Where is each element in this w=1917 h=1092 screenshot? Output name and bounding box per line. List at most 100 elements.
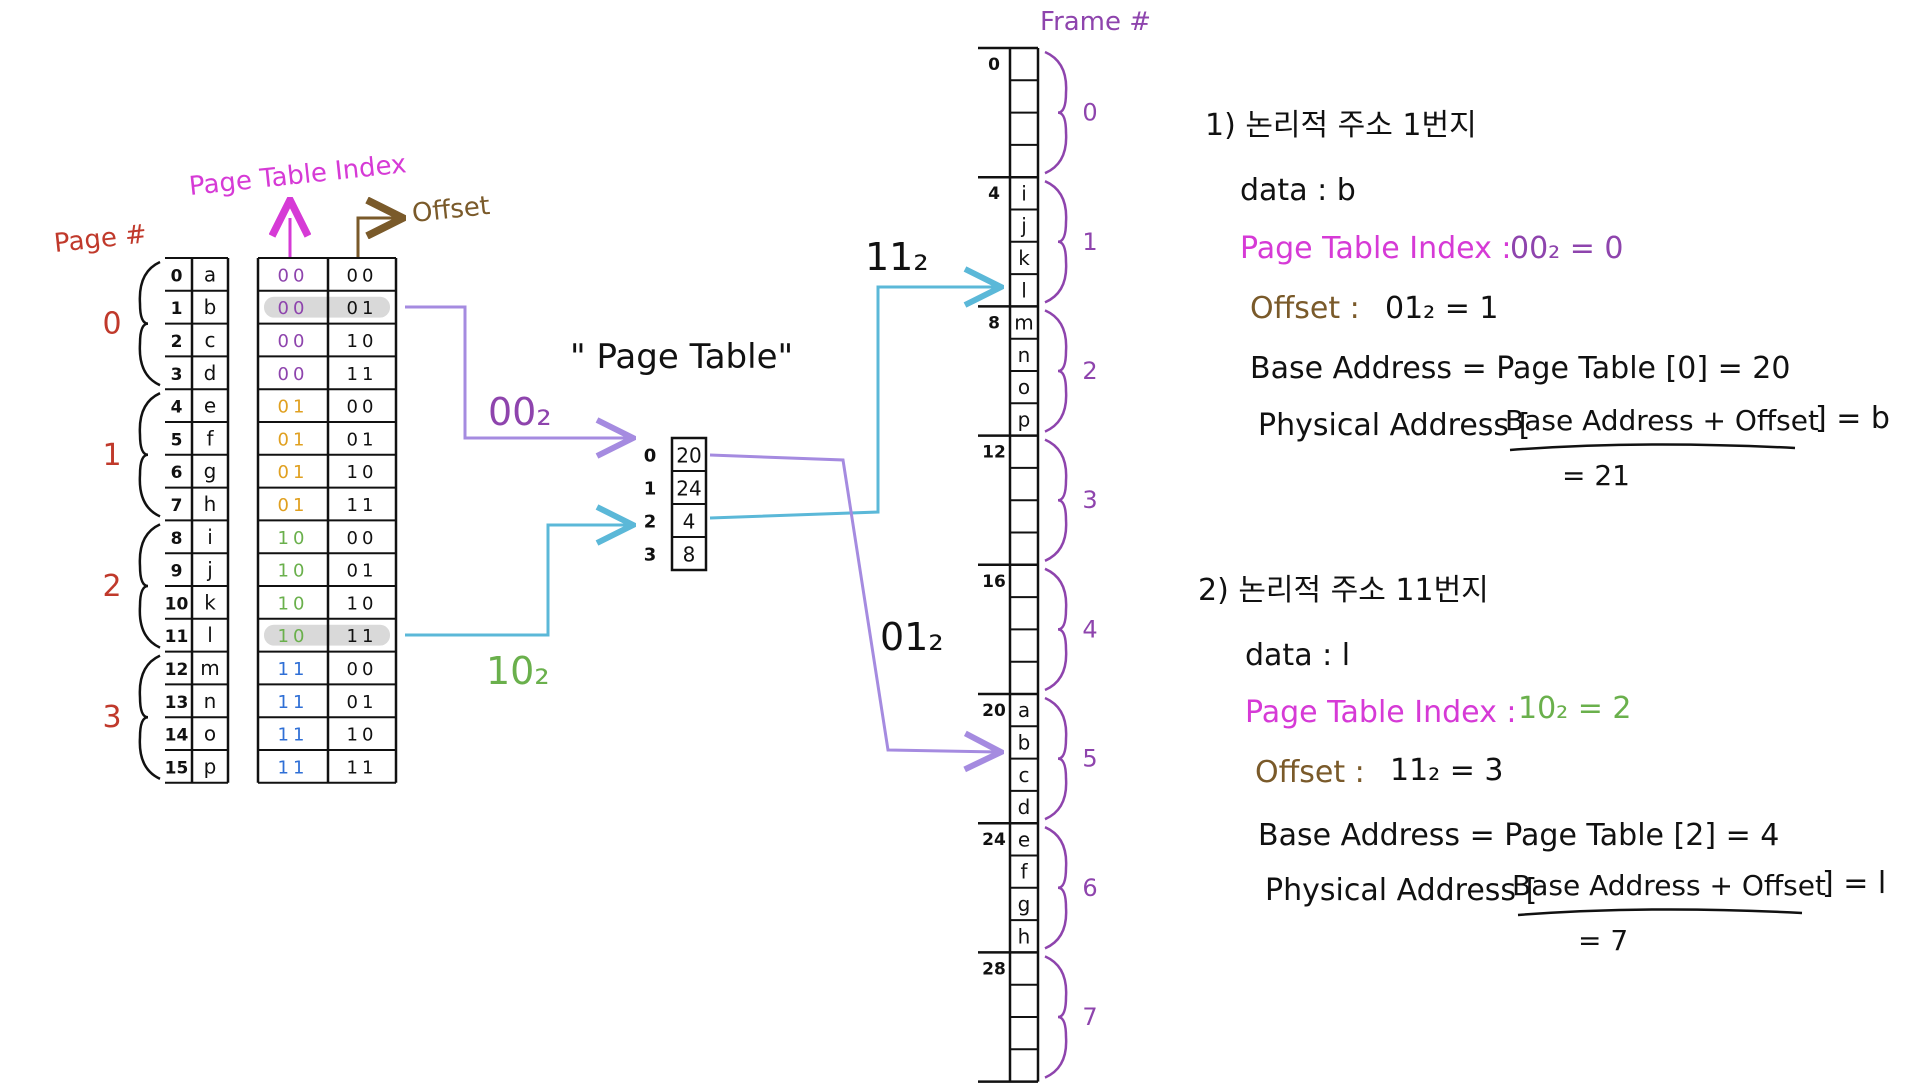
physical-address-label: 16 (982, 572, 1006, 592)
logical-data: j (206, 558, 213, 582)
physical-cell-data: m (1014, 311, 1033, 335)
ex2-index-label: Page Table Index : (1245, 695, 1517, 730)
page-index-bits: 01 (278, 397, 309, 418)
logical-data: o (204, 722, 216, 746)
ex2-base: Base Address = Page Table [2] = 4 (1258, 818, 1779, 853)
frame-number: 3 (1082, 486, 1097, 514)
page-number: 3 (102, 700, 121, 735)
logical-address: 0 (171, 266, 183, 286)
logical-address: 1 (171, 299, 183, 319)
frame-brace (1044, 826, 1068, 950)
frame-brace (1044, 438, 1068, 562)
physical-address-label: 4 (988, 184, 1000, 204)
page-index-bits: 10 (278, 561, 309, 582)
logical-address: 14 (165, 726, 189, 746)
frame-brace (1044, 955, 1068, 1079)
example-2-notes: 2) 논리적 주소 11번지 data : l Page Table Index… (1198, 573, 1886, 957)
offset-bits: 11 (347, 364, 378, 385)
example-1-notes: 1) 논리적 주소 1번지 data : b Page Table Index … (1205, 108, 1890, 492)
physical-cell-data: f (1020, 860, 1028, 884)
frame-number: 6 (1082, 874, 1097, 902)
arrow-label-10: 10₂ (486, 649, 550, 693)
ex1-phys-sum: Base Address + Offset (1505, 404, 1819, 437)
physical-cell-data: k (1018, 246, 1030, 270)
page-table-index: 3 (644, 545, 657, 566)
physical-cell-data: o (1018, 375, 1030, 399)
logical-address: 13 (165, 693, 189, 713)
page-index-bits: 11 (278, 692, 309, 713)
page-brace (138, 654, 161, 780)
frame-number-title: Frame # (1040, 7, 1151, 37)
ex2-phys-suffix: ] = l (1822, 866, 1886, 901)
offset-bits: 10 (347, 331, 378, 352)
page-table-index: 0 (644, 446, 657, 467)
offset-bits: 00 (347, 659, 378, 680)
page-number: 2 (102, 569, 121, 604)
page-table-value: 20 (676, 444, 701, 468)
frame-brace (1044, 309, 1068, 433)
ex2-offset-value: 11₂ = 3 (1390, 753, 1504, 788)
logical-data: n (204, 689, 217, 713)
physical-cell-data: e (1018, 827, 1030, 851)
logical-address: 9 (171, 562, 183, 582)
frame-number: 1 (1082, 228, 1097, 256)
offset-bits: 01 (347, 429, 378, 450)
physical-cell-data: a (1018, 698, 1030, 722)
page-table-value: 4 (683, 510, 696, 534)
page-index-bits: 00 (278, 265, 309, 286)
ex1-index-value: 00₂ = 0 (1510, 231, 1624, 266)
physical-cell-data: l (1021, 278, 1027, 302)
page-index-bits: 01 (278, 462, 309, 483)
ex2-heading: 2) 논리적 주소 11번지 (1198, 573, 1489, 608)
ex2-index-value: 10₂ = 2 (1518, 691, 1632, 726)
logical-data: b (204, 295, 217, 319)
physical-cell-data: n (1018, 343, 1031, 367)
physical-cell-data: j (1020, 214, 1027, 238)
offset-bits: 11 (347, 495, 378, 516)
logical-data: h (204, 492, 217, 516)
ex2-phys-prefix: Physical Address [ (1265, 873, 1537, 908)
arrow-index-10 (405, 525, 630, 637)
ex2-phys-sum: Base Address + Offset (1512, 869, 1826, 902)
logical-data: i (207, 525, 213, 549)
logical-data: k (204, 590, 216, 614)
physical-address-label: 28 (982, 959, 1006, 979)
page-brace (138, 392, 161, 518)
arrow-pt-entry-0 (709, 453, 998, 752)
page-number-label: Page # (53, 219, 149, 259)
page-number: 0 (102, 307, 121, 342)
ex1-base: Base Address = Page Table [0] = 20 (1250, 351, 1790, 386)
arrow-label-00: 00₂ (488, 390, 552, 434)
logical-address: 12 (165, 660, 189, 680)
logical-address: 15 (165, 758, 189, 778)
physical-cell-data: g (1018, 892, 1031, 916)
frame-number: 5 (1082, 745, 1097, 773)
page-table-index: 2 (644, 512, 657, 533)
page-index-bits: 10 (278, 626, 309, 647)
offset-bits: 11 (347, 757, 378, 778)
frame-number: 2 (1082, 357, 1097, 385)
arrow-label-01: 01₂ (880, 615, 944, 659)
page-number: 1 (102, 438, 121, 473)
physical-cell-data: d (1018, 795, 1031, 819)
frame-brace (1044, 696, 1068, 821)
ex2-data: data : l (1245, 638, 1350, 673)
physical-address-label: 24 (982, 830, 1006, 850)
offset-bits: 00 (347, 528, 378, 549)
logical-data: m (200, 656, 219, 680)
logical-data: g (204, 459, 217, 483)
frame-brace (1044, 567, 1068, 692)
page-brace (138, 523, 161, 649)
arrow-index-00 (405, 305, 630, 438)
logical-data: a (204, 262, 216, 286)
frame-number: 7 (1082, 1003, 1097, 1031)
page-table-title: " Page Table" (570, 337, 793, 377)
physical-address-label: 0 (988, 55, 1000, 75)
physical-cell-data: h (1018, 924, 1031, 948)
ex2-phys-result: = 7 (1578, 924, 1628, 957)
page-index-bits: 11 (278, 659, 309, 680)
ex2-offset-label: Offset : (1255, 755, 1365, 790)
frame-brace (1044, 180, 1068, 304)
